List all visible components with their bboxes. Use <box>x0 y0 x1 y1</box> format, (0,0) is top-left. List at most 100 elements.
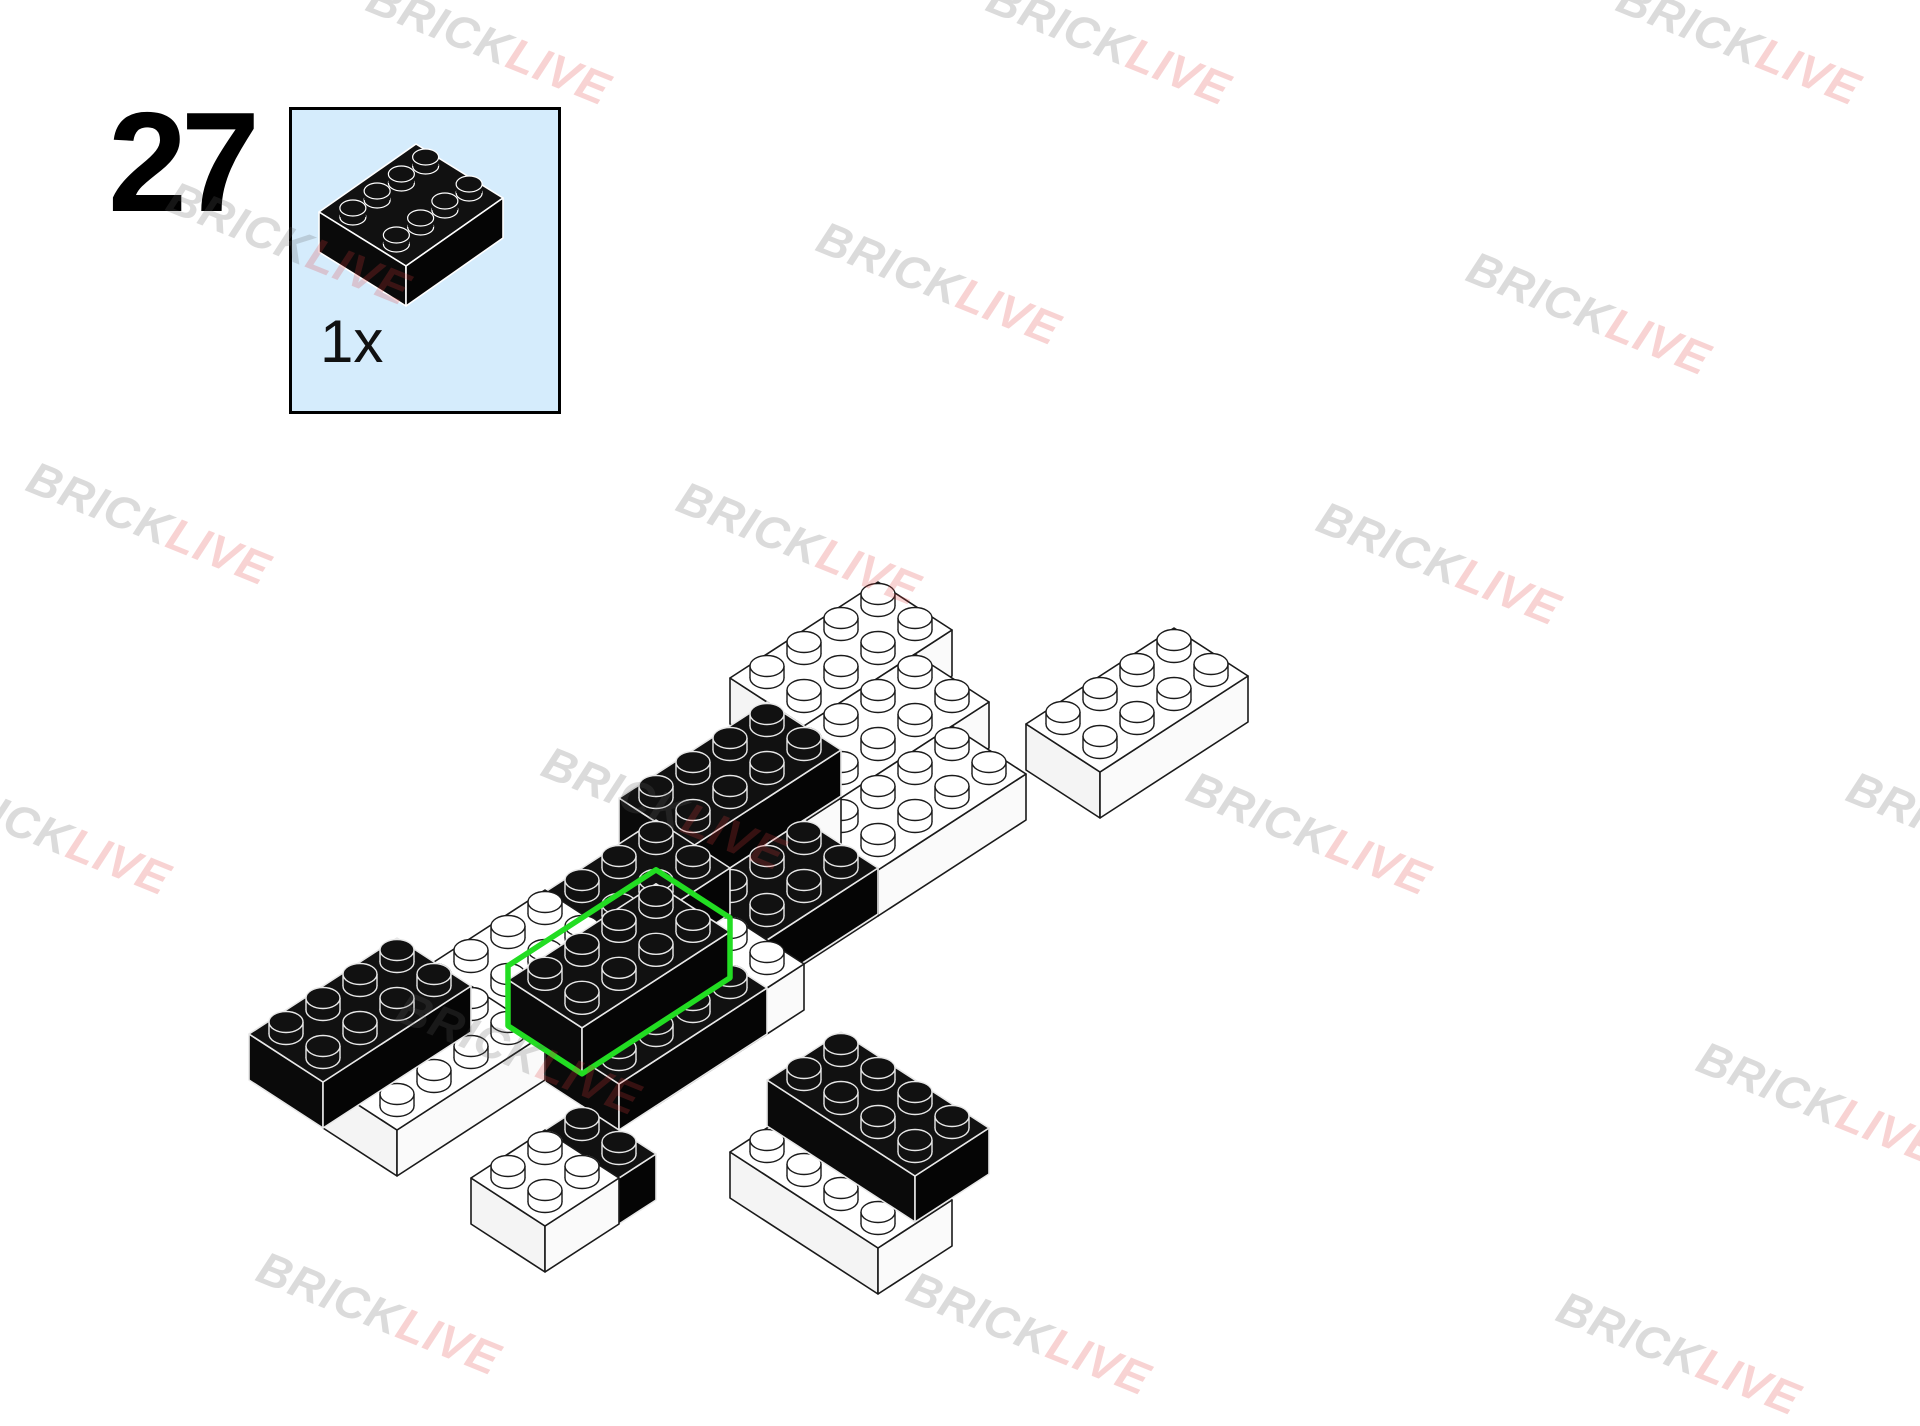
stud <box>823 1080 859 1116</box>
stud <box>712 774 748 810</box>
stud <box>786 630 822 666</box>
stud <box>897 1128 933 1164</box>
stud <box>860 1200 896 1236</box>
stud <box>971 750 1007 786</box>
stud <box>1156 628 1192 664</box>
stud <box>527 956 563 991</box>
stud <box>601 1130 637 1166</box>
stud <box>749 892 785 928</box>
stud <box>601 956 637 991</box>
parts-callout: 1x <box>289 107 561 414</box>
stud <box>934 726 970 762</box>
stud <box>564 1154 600 1190</box>
stud <box>897 798 933 834</box>
stud <box>305 986 341 1022</box>
stud <box>305 1034 341 1070</box>
stud <box>638 820 674 856</box>
step-number: 27 <box>108 83 260 242</box>
stud <box>675 750 711 786</box>
stud <box>564 932 600 967</box>
stud <box>416 962 452 998</box>
stud <box>860 822 896 858</box>
stud <box>564 1106 600 1142</box>
stud <box>786 820 822 856</box>
stud <box>382 226 410 253</box>
stud <box>564 868 600 904</box>
stud <box>860 678 896 714</box>
stud <box>786 678 822 714</box>
stud <box>934 774 970 810</box>
stud <box>786 1152 822 1188</box>
stud <box>860 774 896 810</box>
base-brick-black-1 <box>766 1031 990 1223</box>
stud <box>1082 676 1118 712</box>
stud <box>1156 676 1192 712</box>
stud <box>431 192 459 219</box>
stud <box>453 1034 489 1070</box>
stud <box>934 678 970 714</box>
stud <box>455 175 483 202</box>
stud <box>1082 724 1118 760</box>
stud <box>675 908 711 943</box>
stud <box>749 750 785 786</box>
arm-brick-white-right <box>1025 627 1249 819</box>
stud <box>527 1130 563 1166</box>
stud <box>453 938 489 974</box>
stud <box>749 654 785 690</box>
stud <box>786 1056 822 1092</box>
top-brick-black-1 <box>618 701 842 893</box>
stud <box>749 844 785 880</box>
stud <box>860 630 896 666</box>
stud <box>786 868 822 904</box>
highlight-outline <box>505 867 733 1077</box>
stud <box>749 1128 785 1164</box>
stud <box>407 209 435 236</box>
stud <box>601 908 637 943</box>
stud <box>823 654 859 690</box>
stud <box>379 1082 415 1118</box>
stud <box>897 750 933 786</box>
arm-brick-black-left <box>248 937 472 1129</box>
stud <box>823 606 859 642</box>
stud <box>823 702 859 738</box>
stud <box>363 182 391 209</box>
stud <box>1045 700 1081 736</box>
stud <box>412 148 440 175</box>
stud <box>1193 652 1229 688</box>
stud <box>712 726 748 762</box>
stud <box>638 884 674 919</box>
stud <box>860 726 896 762</box>
stud <box>749 702 785 738</box>
stud <box>860 1104 896 1140</box>
stud <box>416 1058 452 1094</box>
part-brick-2x4-icon <box>318 143 504 307</box>
stud <box>268 1010 304 1046</box>
stud <box>823 1176 859 1212</box>
stud <box>675 844 711 880</box>
stud <box>601 844 637 880</box>
stud <box>1119 652 1155 688</box>
stud <box>564 980 600 1015</box>
stud <box>934 1104 970 1140</box>
stud <box>675 798 711 834</box>
stud <box>638 932 674 967</box>
stud <box>527 890 563 926</box>
model-assembly-diagram <box>248 581 1249 1295</box>
part-quantity: 1x <box>320 308 384 375</box>
stud <box>897 606 933 642</box>
stud <box>860 1056 896 1092</box>
stud <box>638 774 674 810</box>
stud <box>342 962 378 998</box>
stud <box>490 1154 526 1190</box>
new-brick-2x4-black <box>507 882 731 1075</box>
stud <box>823 844 859 880</box>
deck-brick-white-4 <box>470 1129 620 1273</box>
stud <box>897 1080 933 1116</box>
stud <box>387 165 415 192</box>
stud <box>897 654 933 690</box>
stud <box>860 582 896 618</box>
stud <box>379 938 415 974</box>
stud <box>527 1178 563 1214</box>
stud <box>339 199 367 226</box>
